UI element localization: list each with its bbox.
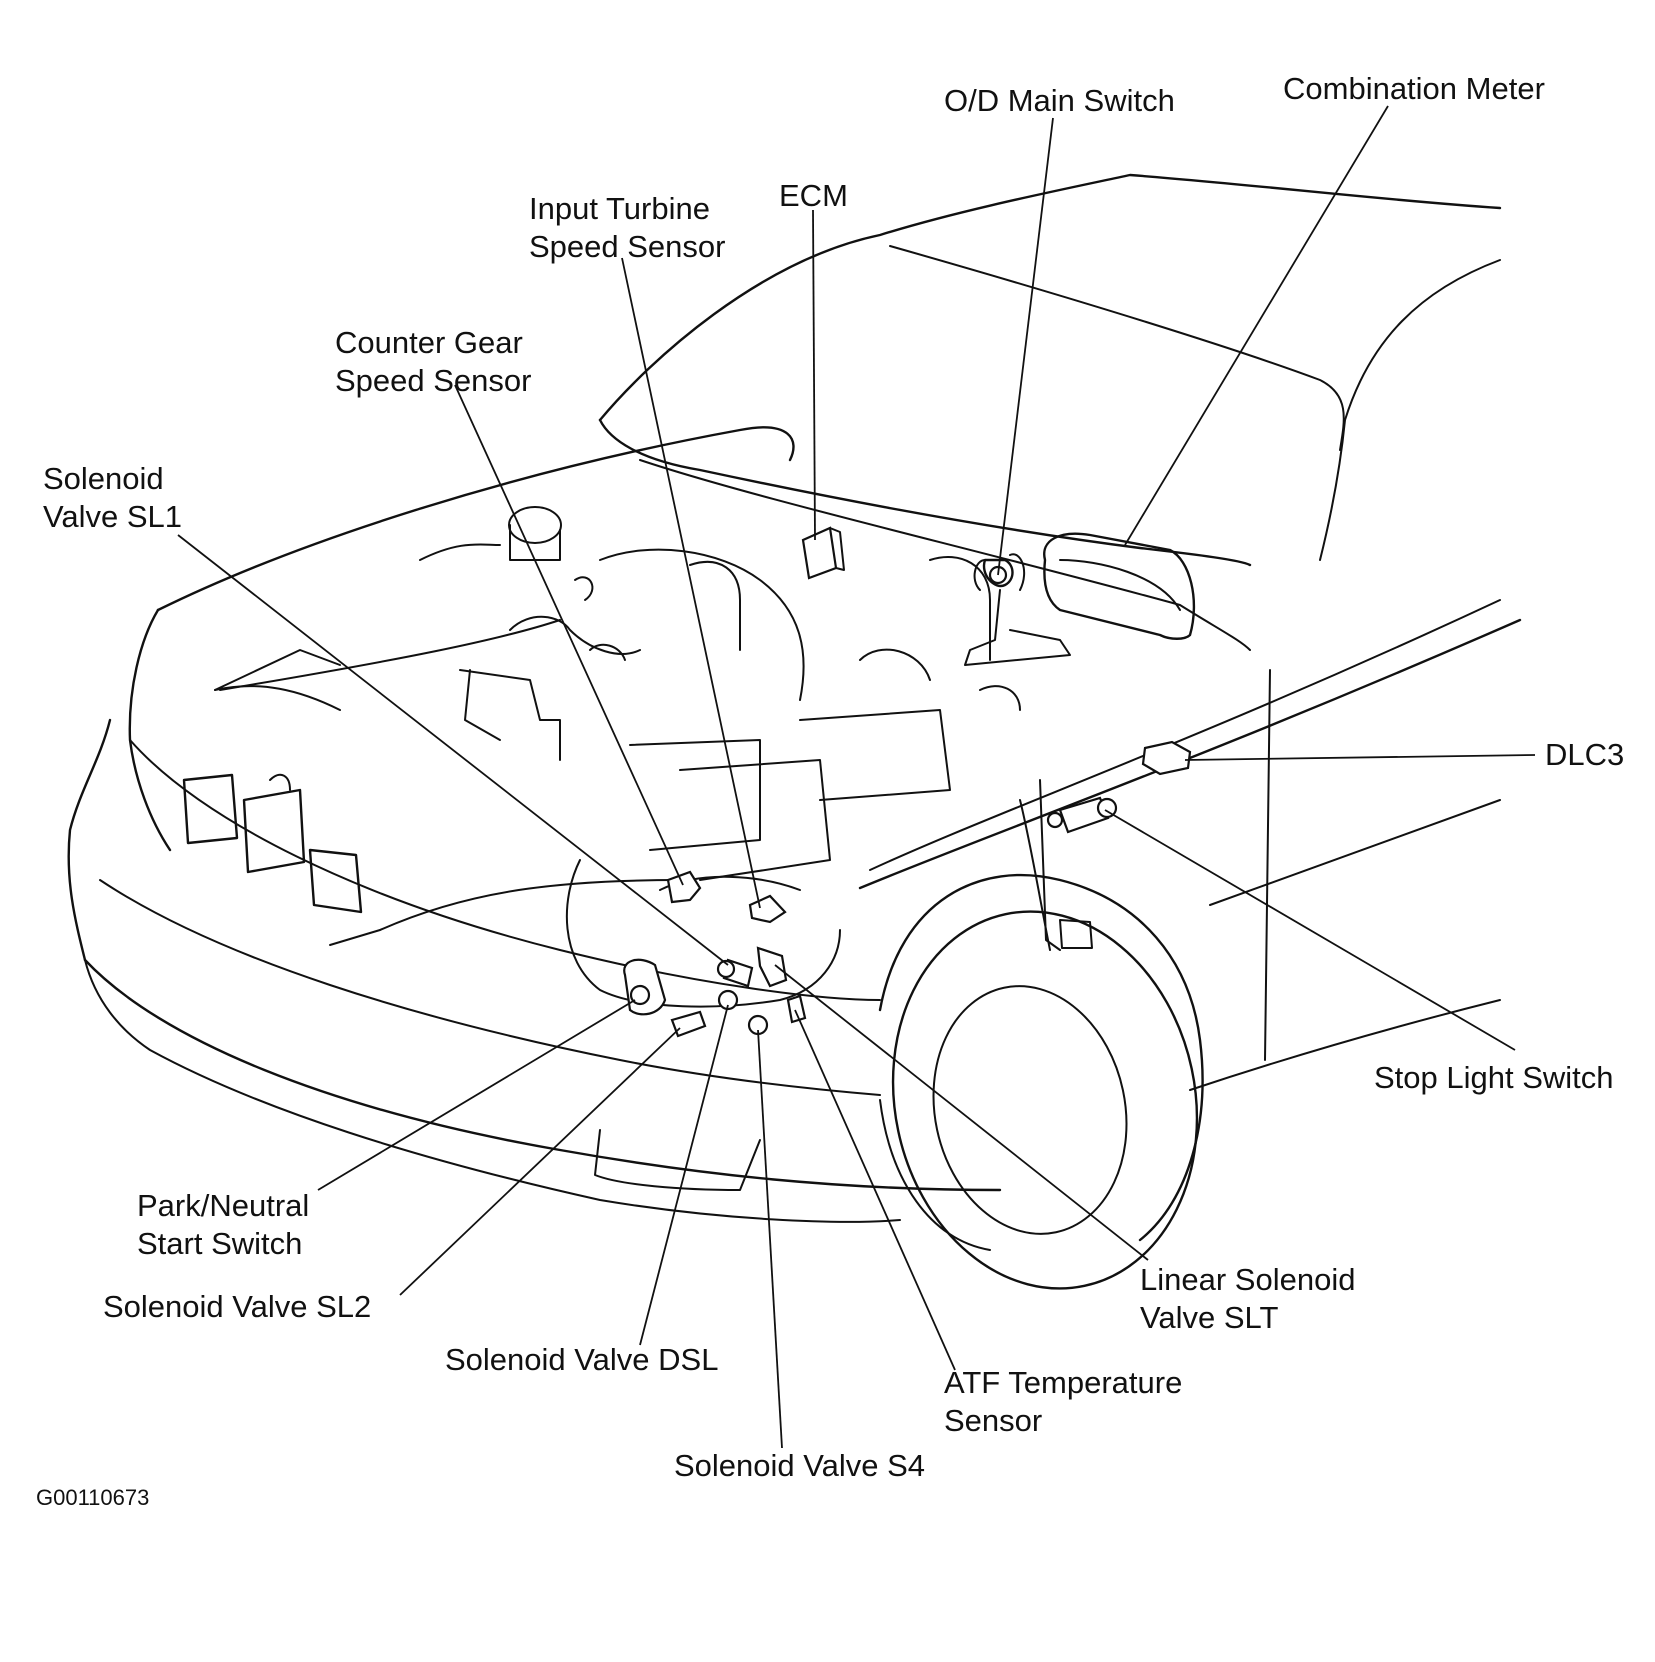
solenoid-valve-dsl-shape [717,989,739,1011]
counter-gear-speed-sensor-shape [666,870,702,904]
leader-od-main-switch [997,117,1054,576]
input-turbine-speed-sensor-shape [748,894,787,924]
leader-s4 [757,1029,783,1449]
label-combination-meter: Combination Meter [1283,71,1545,106]
dlc3-connector [1141,740,1192,776]
leader-counter-gear [454,384,684,886]
leader-dlc3 [1184,754,1536,761]
ecm-unit [801,526,838,580]
label-solenoid-valve-dsl: Solenoid Valve DSL [445,1342,719,1377]
label-solenoid-valve-s4: Solenoid Valve S4 [674,1448,926,1483]
leader-ecm [812,209,816,541]
leader-atf [794,1009,956,1371]
label-dlc3: DLC3 [1545,737,1625,772]
leader-sl1 [177,534,729,966]
leader-input-turbine [621,257,761,909]
dashboard-components [801,526,1196,834]
label-linear-solenoid-valve-slt: Linear Solenoid Valve SLT [1140,1262,1356,1335]
linear-solenoid-slt-shape [756,946,788,988]
label-park-neutral-start-switch: Park/Neutral Start Switch [137,1188,310,1261]
leader-lines [177,105,1536,1449]
label-solenoid-valve-sl1: Solenoid Valve SL1 [43,461,183,534]
leader-dsl [639,1004,729,1346]
label-solenoid-valve-sl2: Solenoid Valve SL2 [103,1289,372,1324]
label-od-main-switch: O/D Main Switch [944,83,1175,118]
leader-park-neutral [317,999,636,1191]
leader-combination-meter [1124,105,1389,546]
leader-slt [774,964,1149,1261]
solenoid-valve-sl2-shape [670,1010,707,1038]
label-stop-light-switch: Stop Light Switch [1374,1060,1614,1095]
vehicle-body [67,173,1522,1290]
engine-bay [219,506,1021,1008]
label-atf-temperature-sensor: ATF Temperature Sensor [944,1365,1183,1438]
atf-temp-sensor-shape [786,994,807,1024]
figure-code: G00110673 [36,1485,150,1510]
leader-stop-light [1104,809,1516,1051]
combination-meter-shape [1043,532,1196,640]
leader-sl2 [399,1027,681,1296]
label-counter-gear-speed-sensor: Counter Gear Speed Sensor [335,325,532,398]
label-ecm: ECM [779,178,848,213]
label-input-turbine-speed-sensor: Input Turbine Speed Sensor [529,191,726,264]
